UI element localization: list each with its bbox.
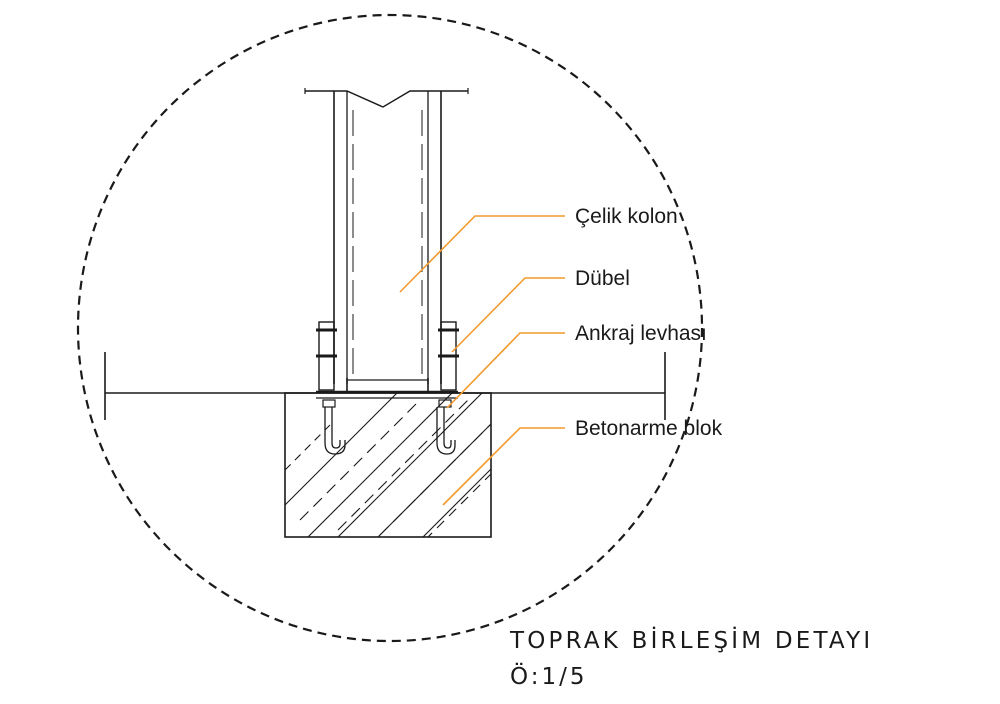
- anchor-plate: [316, 390, 458, 408]
- label-steel-column: Çelik kolon: [575, 205, 678, 228]
- leader-dowel: [451, 277, 565, 353]
- anchor-bolts: [324, 407, 456, 455]
- drawing-scale: Ö:1/5: [510, 662, 587, 690]
- leader-steel-column: [399, 215, 565, 293]
- dowel-right: [438, 321, 459, 391]
- label-anchor-plate: Ankraj levhası: [575, 322, 707, 345]
- leader-concrete-block: [442, 427, 565, 506]
- concrete-block: [284, 392, 492, 538]
- leader-anchor-plate: [446, 332, 565, 409]
- dowel-left: [316, 321, 337, 391]
- detail-circle: [76, 13, 704, 643]
- label-concrete-block: Betonarme blok: [575, 417, 723, 440]
- steel-column: [304, 88, 469, 392]
- drawing-title: TOPRAK BİRLEŞİM DETAYI: [509, 626, 873, 654]
- label-dowel: Dübel: [575, 267, 630, 290]
- ground-line: [104, 352, 666, 420]
